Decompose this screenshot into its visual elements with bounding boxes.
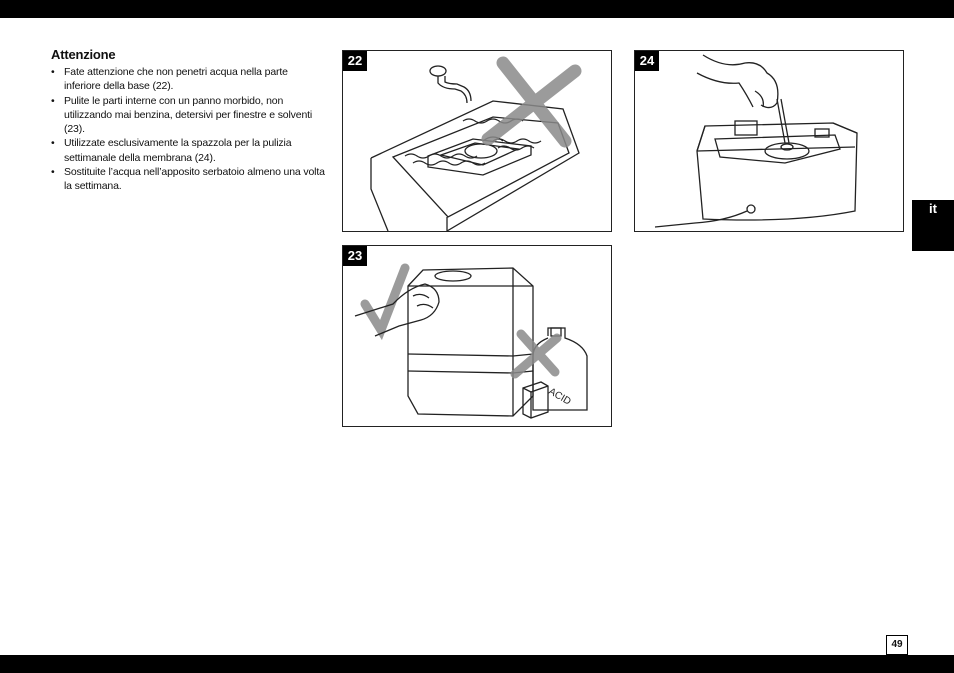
figure-23-number: 23: [343, 246, 367, 266]
figure-24-number: 24: [635, 51, 659, 71]
text-column: Attenzione Fate attenzione che non penet…: [51, 47, 326, 194]
figure-22-illustration: [370, 56, 582, 231]
bullet-item: Pulite le parti interne con un panno mor…: [51, 94, 326, 137]
bullet-item: Sostituite l’acqua nell’apposito serbato…: [51, 165, 326, 194]
acid-label: ACID: [547, 386, 573, 407]
bullet-item: Utilizzate esclusivamente la spazzola pe…: [51, 136, 326, 165]
bullet-list: Fate attenzione che non penetri acqua ne…: [51, 65, 326, 194]
page-number: 49: [886, 635, 908, 655]
figure-23-illustration: ACID: [354, 263, 588, 419]
section-heading: Attenzione: [51, 47, 116, 62]
top-bar: [0, 0, 954, 18]
bottom-bar: [0, 655, 954, 673]
bullet-item: Fate attenzione che non penetri acqua ne…: [51, 65, 326, 94]
figure-24-illustration: [654, 54, 858, 228]
figure-24: 24: [634, 50, 904, 232]
figure-23: ACID 23: [342, 245, 612, 427]
figure-22-number: 22: [343, 51, 367, 71]
figure-22: 22: [342, 50, 612, 232]
language-tab: it: [912, 200, 954, 251]
